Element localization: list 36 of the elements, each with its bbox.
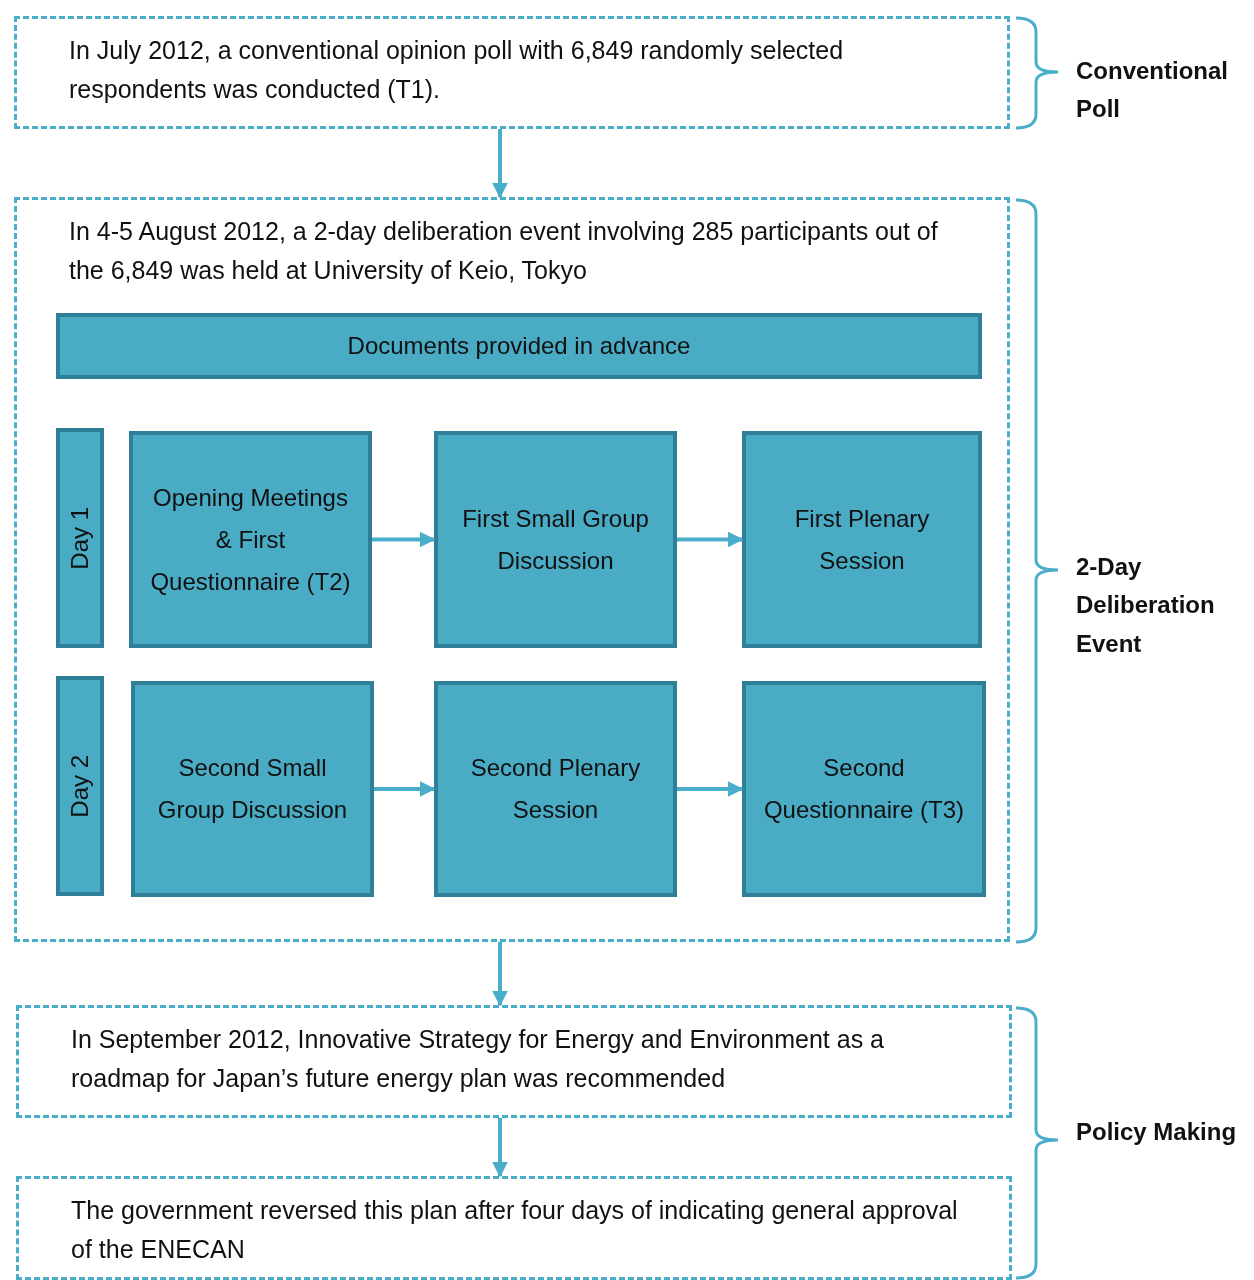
dashed-frame [14, 16, 1010, 129]
step-box [434, 431, 677, 648]
arrow [492, 129, 508, 199]
step-label: Opening Meetings & First Questionnaire (T2) [149, 482, 352, 597]
arrow [374, 781, 436, 797]
step-box [129, 431, 372, 648]
arrow [492, 942, 508, 1007]
step-label: First Plenary Session [793, 503, 931, 576]
dashed-frame [16, 1005, 1012, 1118]
description-text: The government reversed this plan after four days of indicating general approval of the ENECAN [70, 1195, 959, 1265]
day-label: Day 1 [65, 506, 94, 570]
arrow [492, 1118, 508, 1178]
section-label: Policy Making [1076, 1117, 1238, 1147]
step-label: First Small Group Discussion [461, 503, 650, 576]
description-text: In September 2012, Innovative Strategy for Energy and Environment as a roadmap for Japan’s future energy plan was recommended [70, 1024, 885, 1094]
step-box [131, 681, 374, 897]
step-label: Second Small Group Discussion [156, 753, 349, 825]
step-label: Documents provided in advance [346, 331, 692, 361]
arrow [677, 531, 744, 548]
arrow [372, 531, 436, 548]
dashed-frame [14, 197, 1010, 942]
section-label: 2-Day Deliberation Event [1076, 552, 1216, 659]
dashed-frame [16, 1176, 1012, 1280]
step-box [434, 681, 677, 897]
step-label: Second Plenary Session [469, 753, 642, 825]
arrow [677, 781, 744, 797]
day-bar [56, 428, 104, 648]
banner-bar [56, 313, 982, 379]
step-label: Second Questionnaire (T3) [762, 753, 966, 825]
day-bar [56, 676, 104, 896]
description-text: In 4-5 August 2012, a 2-day deliberation event involving 285 participants out of the 6,849 was held at University of Keio, Tokyo [68, 216, 939, 286]
step-box [742, 431, 982, 648]
description-text: In July 2012, a conventional opinion poll with 6,849 randomly selected respondents was conducted (T1). [68, 35, 845, 105]
step-box [742, 681, 986, 897]
section-label: Conventional Poll [1076, 56, 1229, 125]
day-label: Day 2 [65, 754, 94, 818]
